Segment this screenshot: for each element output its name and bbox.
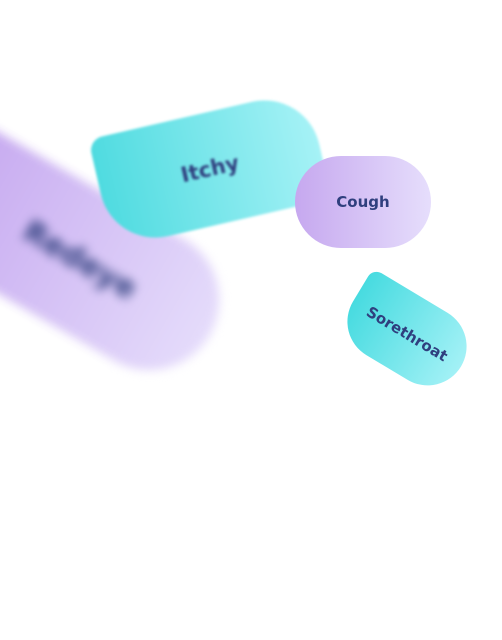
chip-itchy[interactable]: Itchy bbox=[88, 89, 332, 249]
chip-cough[interactable]: Cough bbox=[295, 156, 431, 248]
chip-itchy-label: Itchy bbox=[178, 150, 242, 188]
chip-sorethroat[interactable]: Sorethroat bbox=[332, 268, 482, 400]
chip-cough-label: Cough bbox=[336, 193, 390, 211]
chip-sorethroat-label: Sorethroat bbox=[363, 302, 451, 366]
